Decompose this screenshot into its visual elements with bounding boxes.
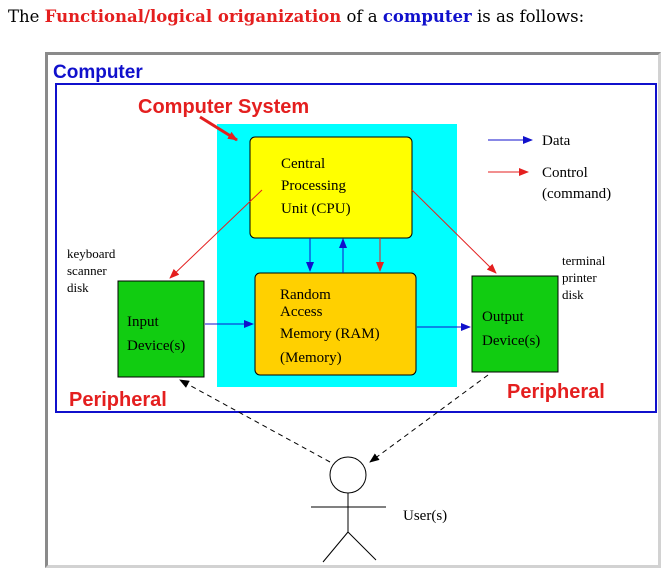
output-device-label: Output Device(s) (482, 309, 540, 349)
user-to-input-dashed (179, 379, 331, 463)
heading-highlight-blue: computer (382, 7, 472, 26)
peripheral-label-left: Peripheral (69, 389, 167, 411)
legend-control-label: Control (command) (542, 165, 611, 202)
page-heading: The Functional/logical origanization of … (8, 7, 584, 26)
cpu-label: Central Processing Unit (CPU) (281, 156, 351, 217)
user-label: User(s) (403, 508, 447, 524)
computer-system-label: Computer System (138, 96, 309, 118)
legend-control-line-2: (command) (542, 186, 611, 202)
heading-prefix: The (8, 7, 45, 26)
cpu-box (249, 136, 413, 239)
input-device-box (117, 280, 205, 378)
heading-middle: of a (341, 7, 383, 26)
control-arrow-cpu-to-input (169, 189, 263, 279)
legend-data-label: Data (542, 133, 571, 149)
ram-label-line-1: Random (280, 287, 331, 303)
input-examples: keyboard scanner disk (67, 246, 119, 295)
input-device-line-1: Input (127, 314, 159, 330)
input-device-line-2: Device(s) (127, 338, 185, 354)
ram-label: Random Access Memory (RAM) (Memory) (280, 287, 383, 366)
output-to-user-dashed (369, 374, 489, 463)
heading-highlight-red: Functional/logical origanization (44, 7, 342, 26)
cpu-label-line-2: Processing (281, 178, 346, 194)
heading-suffix: is as follows: (471, 7, 585, 26)
ram-label-line-2: Access (280, 304, 323, 320)
peripheral-label-right: Peripheral (507, 381, 605, 403)
input-example-3: disk (67, 280, 89, 295)
cpu-label-line-3: Unit (CPU) (281, 201, 351, 217)
computer-boundary (55, 83, 657, 413)
user-leg-right (347, 531, 377, 561)
legend-control-line-1: Control (542, 165, 588, 181)
ram-box (254, 272, 417, 376)
output-example-1: terminal (562, 253, 606, 268)
cpu-label-line-1: Central (281, 156, 325, 172)
output-device-line-2: Device(s) (482, 333, 540, 349)
input-example-2: scanner (67, 263, 107, 278)
input-example-1: keyboard (67, 246, 116, 261)
user-head (329, 456, 367, 494)
output-device-box (471, 275, 559, 373)
user-figure (311, 456, 386, 563)
output-examples: terminal printer disk (562, 253, 609, 302)
computer-label: Computer (53, 62, 143, 83)
output-device-line-1: Output (482, 309, 525, 325)
input-device-label: Input Device(s) (127, 314, 185, 354)
output-example-2: printer (562, 270, 597, 285)
user-leg-left (322, 531, 349, 563)
system-pointer-arrow (199, 115, 238, 142)
control-arrow-cpu-to-output (411, 189, 497, 274)
output-example-3: disk (562, 287, 584, 302)
ram-label-line-4: (Memory) (280, 350, 342, 366)
ram-label-line-3: Memory (RAM) (280, 326, 380, 342)
